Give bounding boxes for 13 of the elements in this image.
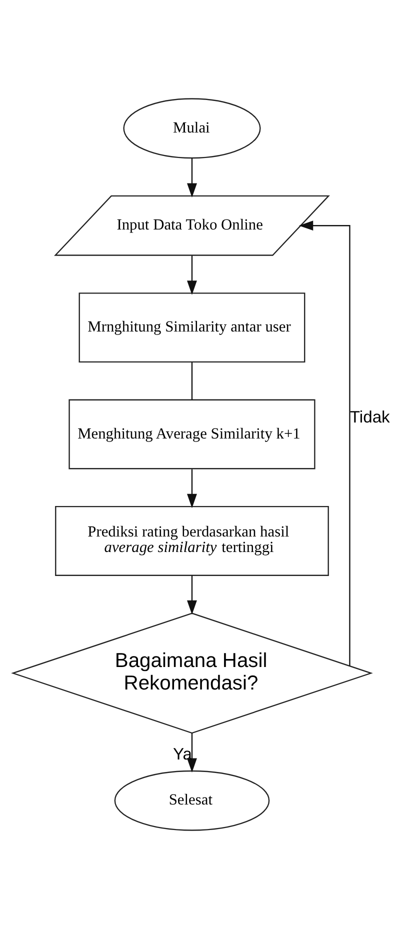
node-ellipse: Mulai: [123, 98, 261, 159]
node-box: Mrnghitung Similarity antar user: [78, 292, 306, 363]
node-box: Prediksi rating berdasarkan hasil average similarity tertinggi: [55, 506, 329, 576]
arrow: [187, 469, 197, 508]
arrow: [187, 256, 197, 295]
node-box: Menghitung Average Similarity k+1: [68, 399, 316, 470]
arrow: [187, 575, 197, 615]
connector: [191, 362, 193, 400]
arrow: [187, 733, 197, 772]
node-diamond: Bagaimana Hasil Rekomendasi?: [11, 612, 373, 734]
arrow: [187, 158, 197, 198]
arrow: [298, 220, 350, 666]
node-ellipse: Selesat: [114, 770, 270, 831]
